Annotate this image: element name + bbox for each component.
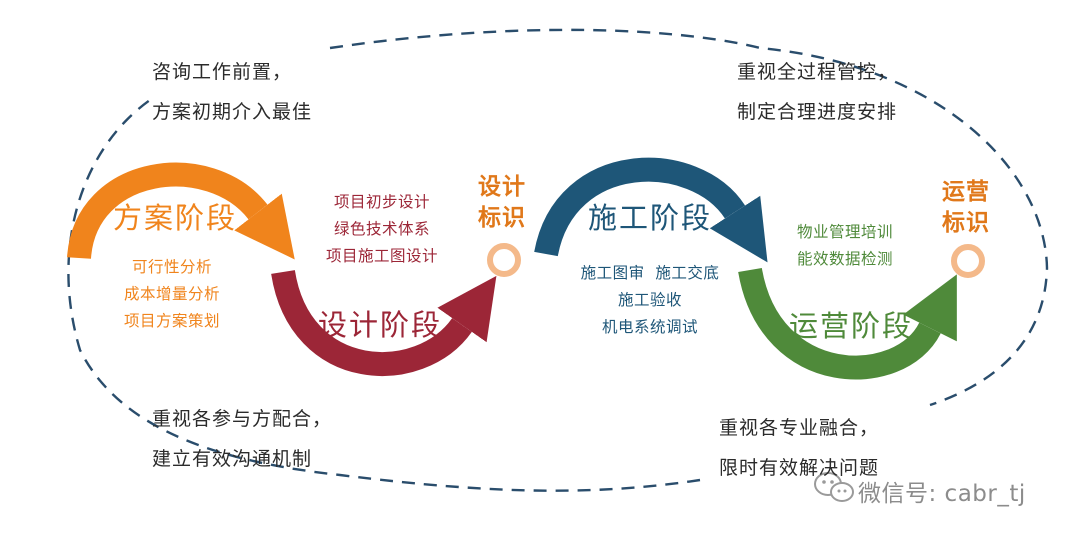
stage-items-operation: 物业管理培训 能效数据检测: [780, 219, 910, 273]
note-bottom-left-line-1: 重视各参与方配合，: [152, 408, 333, 430]
stage-arrow-operation: [738, 267, 957, 380]
stage-items-construction: 施工图审 施工交底 施工验收 机电系统调试: [560, 260, 740, 341]
note-bottom-left-line-2: 建立有效沟通机制: [152, 448, 313, 470]
stage-arrow-scheme: [67, 162, 295, 260]
note-top-left-line-1: 咨询工作前置，: [152, 61, 293, 83]
stage-title-operation: 运营阶段: [789, 309, 914, 343]
list-item: 能效数据检测: [796, 250, 893, 268]
note-top-left-line-2: 方案初期介入最佳: [152, 101, 313, 123]
list-item: 施工验收: [617, 291, 682, 309]
milestone-design-line-2: 标识: [478, 205, 526, 231]
list-item: 施工图审 施工交底: [580, 264, 720, 282]
stage-title-design: 设计阶段: [318, 308, 443, 342]
stage-title-construction: 施工阶段: [588, 201, 713, 235]
watermark-text: 微信号: cabr_tj: [858, 481, 1026, 507]
stage-items-design: 项目初步设计 绿色技术体系 项目施工图设计: [312, 189, 452, 270]
list-item: 成本增量分析: [123, 285, 220, 303]
list-item: 绿色技术体系: [333, 220, 430, 238]
note-bottom-right-line-2: 限时有效解决问题: [719, 457, 880, 479]
note-bottom-right-line-1: 重视各专业融合，: [719, 417, 880, 439]
note-top-right: 重视全过程管控， 制定合理进度安排: [737, 52, 897, 132]
wechat-icon: [814, 472, 854, 502]
stage-arrow-construction: [534, 157, 768, 263]
stage-items-scheme: 可行性分析 成本增量分析 项目方案策划: [112, 254, 232, 335]
milestone-design-line-1: 设计: [478, 174, 526, 200]
note-top-left: 咨询工作前置， 方案初期介入最佳: [152, 52, 312, 132]
milestone-operation-label: 运营 标识: [942, 177, 990, 239]
milestone-ring-operation: [951, 244, 985, 278]
list-item: 项目初步设计: [333, 193, 430, 211]
note-top-right-line-2: 制定合理进度安排: [737, 101, 898, 123]
note-bottom-right: 重视各专业融合， 限时有效解决问题: [719, 408, 879, 488]
stage-arrow-design: [271, 269, 497, 376]
milestone-operation-line-1: 运营: [942, 179, 990, 205]
list-item: 项目施工图设计: [325, 247, 438, 265]
milestone-design-label: 设计 标识: [478, 172, 526, 234]
list-item: 可行性分析: [131, 258, 212, 276]
dashed-outline: [67, 28, 1049, 492]
note-bottom-left: 重视各参与方配合， 建立有效沟通机制: [152, 399, 332, 479]
list-item: 项目方案策划: [123, 312, 220, 330]
milestone-ring-design: [487, 243, 521, 277]
list-item: 机电系统调试: [601, 318, 698, 336]
note-top-right-line-1: 重视全过程管控，: [737, 61, 898, 83]
milestone-operation-line-2: 标识: [942, 210, 990, 236]
list-item: 物业管理培训: [796, 223, 893, 241]
stage-title-scheme: 方案阶段: [113, 201, 238, 235]
